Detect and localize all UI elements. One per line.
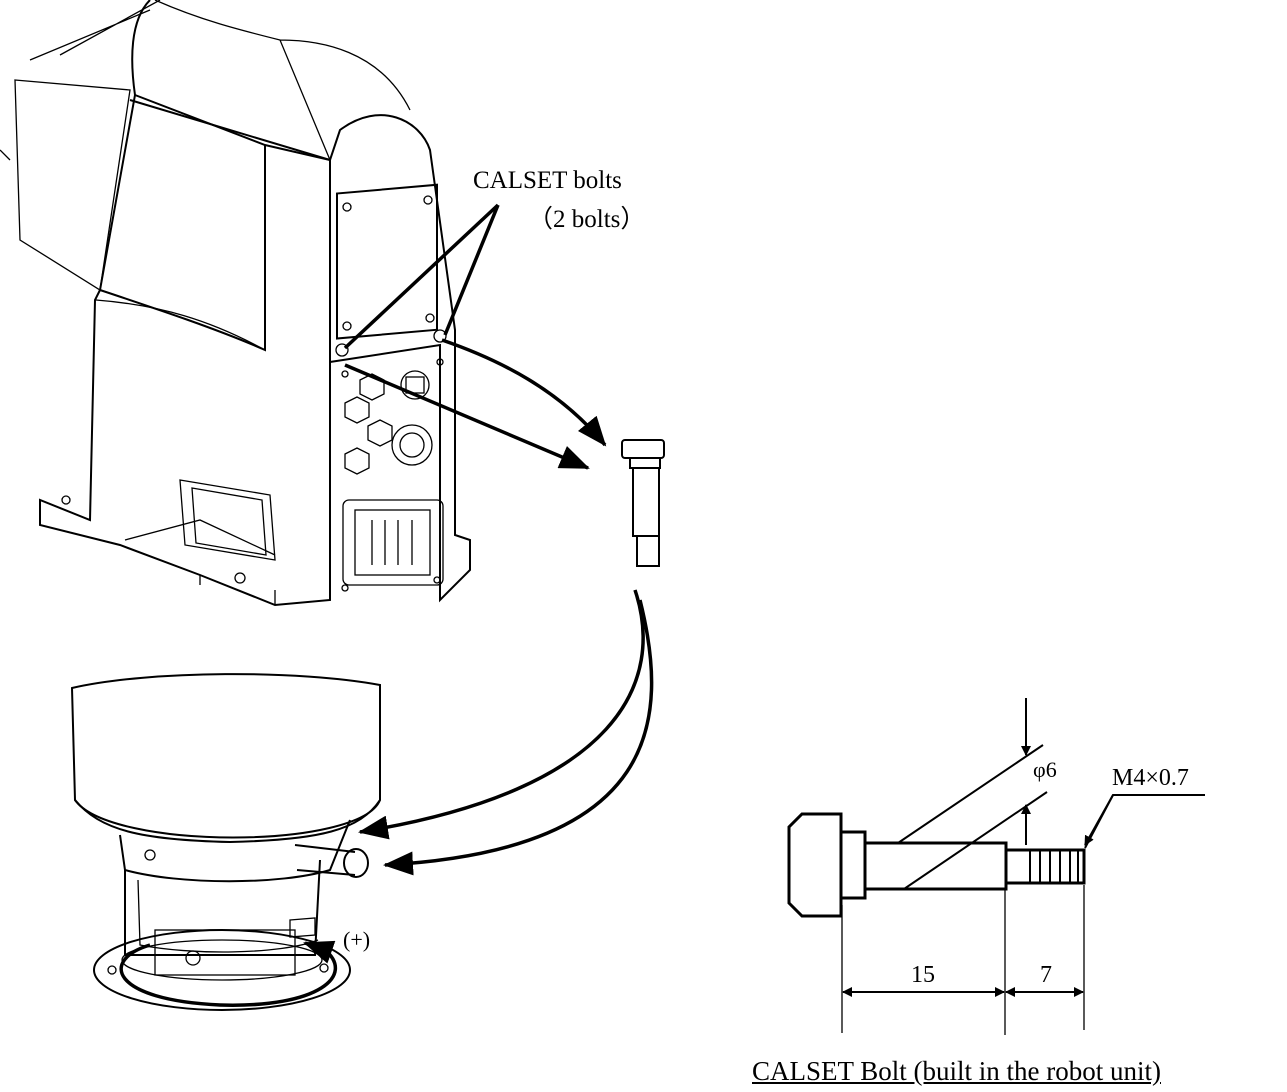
rotation-direction-label: (+) xyxy=(343,927,371,952)
rotation-arrow xyxy=(119,940,338,1007)
bolt-detail-drawing xyxy=(787,698,1205,1035)
callout-leader-left xyxy=(343,203,500,350)
shank-length-dimension: 15 xyxy=(911,962,935,988)
insertion-arrow-1 xyxy=(358,589,645,840)
removed-bolt-drawing xyxy=(621,439,665,567)
robot-base-drawing xyxy=(0,0,471,607)
bolt-detail-caption: CALSET Bolt (built in the robot unit) xyxy=(752,1056,1161,1086)
diameter-dimension: φ6 xyxy=(1033,757,1057,782)
calset-bolts-label: CALSET bolts xyxy=(473,167,622,194)
removal-arrow-2 xyxy=(441,338,607,447)
callout-leader-right xyxy=(443,204,500,336)
insertion-arrow-2 xyxy=(383,599,654,876)
thread-spec-label: M4×0.7 xyxy=(1112,765,1189,791)
removal-arrow-1 xyxy=(344,363,590,470)
robot-wrist-drawing xyxy=(70,673,381,1011)
thread-length-dimension: 7 xyxy=(1040,962,1052,988)
calset-bolts-count: （2 bolts） xyxy=(528,206,646,233)
